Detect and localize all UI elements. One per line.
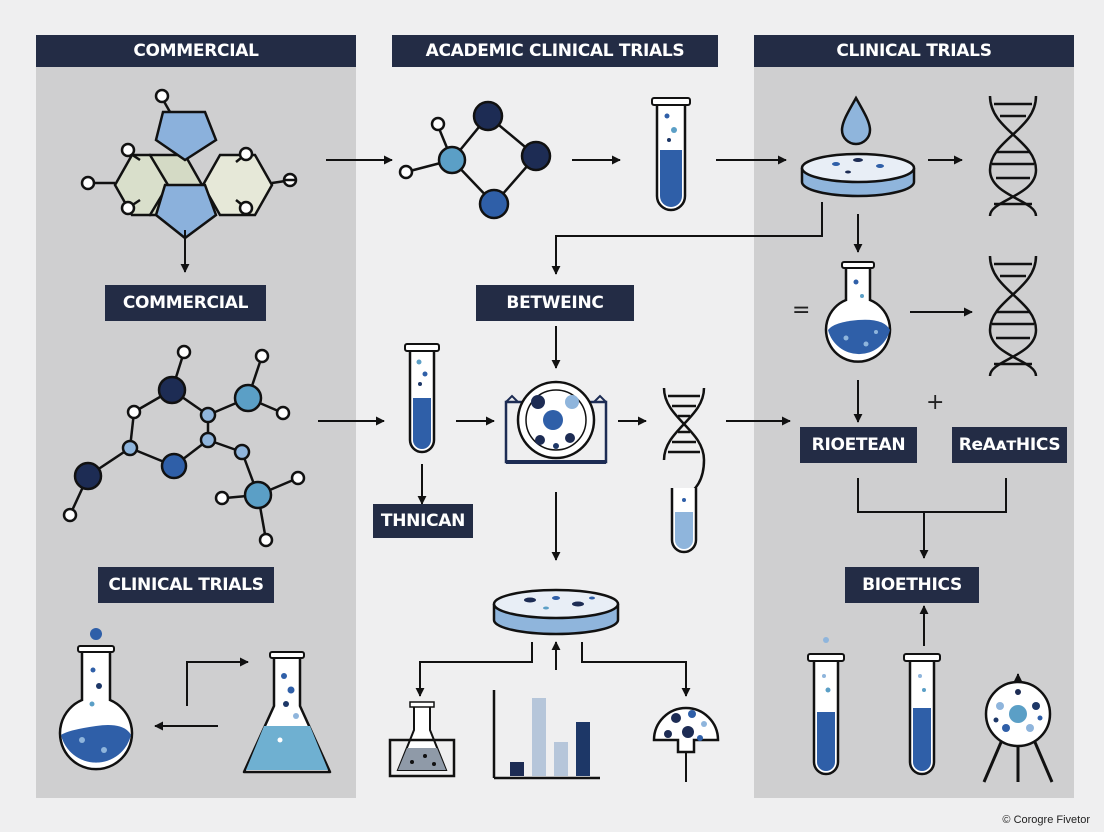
test-tube-icon [903,653,941,776]
copyright-text: © Corogre Fivetor [1002,814,1090,826]
commercial-label: COMMERCIAL [105,285,266,321]
plus-symbol: + [926,390,945,415]
protean-label: RIOETEAN [800,427,917,463]
between-label: BETWEINC [476,285,634,321]
erlenmeyer-flask-icon [242,651,332,774]
dna-helix-icon [988,95,1038,217]
technician-label: THNICAN [373,504,473,538]
dna-tube-icon [662,387,706,554]
centrifuge-icon [504,380,608,464]
bioethics-label: BIOETHICS [845,567,979,603]
microscope-stand-icon [982,680,1054,783]
test-tube-icon [807,637,845,776]
round-flask-icon [58,628,134,771]
beaker-stand-icon [388,701,456,778]
dna-helix-icon [988,255,1038,377]
round-flask-icon [824,261,892,363]
equals-symbol: = [792,298,811,323]
test-tube-icon [651,97,691,212]
petri-dish-icon [492,588,620,636]
academic-column-header: ACADEMIC CLINICAL TRIALS [392,35,718,67]
clinical-trials-label: CLINICAL TRIALS [98,567,274,603]
reaethics-label: ReAᴀтHICS [952,427,1067,463]
bar-chart-icon [492,690,600,780]
hexagon-molecule-icon [80,88,298,240]
molecule-network-icon [398,100,552,220]
test-tube-icon [404,343,440,454]
cell-icon [652,706,720,782]
clinical-trials-column-header: CLINICAL TRIALS [754,35,1074,67]
commercial-column-header: COMMERCIAL [36,35,356,67]
ball-stick-molecule-icon [62,344,306,548]
droplet-petri-icon [800,95,916,198]
